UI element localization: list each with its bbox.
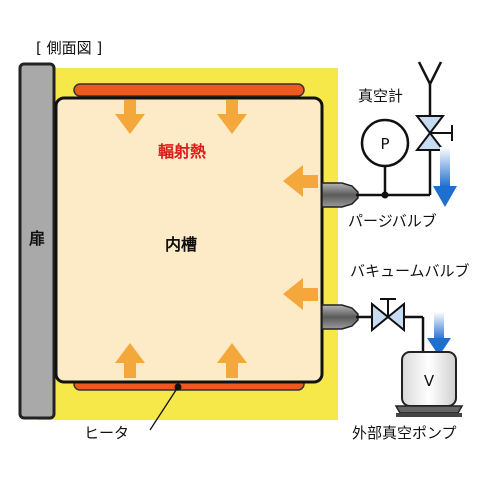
- purge-nozzle: [321, 182, 359, 208]
- door-label: 扉: [29, 229, 45, 248]
- pump-symbol: V: [424, 372, 435, 390]
- purge-inlet-vent: [417, 61, 443, 87]
- heat-arrows: [115, 100, 318, 378]
- pump-label: 外部真空ポンプ: [352, 424, 457, 442]
- heat-arrow-down-left: [115, 100, 145, 134]
- heat-arrow-up-left: [115, 343, 145, 378]
- door-label-box: 扉: [25, 222, 49, 256]
- heat-arrow-left-lower: [283, 278, 318, 310]
- heater-label: ヒータ: [84, 424, 129, 442]
- vacuum-valve-label: バキュームバルブ: [350, 262, 470, 280]
- vacuum-nozzle: [321, 304, 359, 330]
- vacuum-valve: [371, 298, 405, 333]
- inner-chamber: [54, 96, 324, 384]
- heater-pointer-line: [149, 386, 179, 431]
- heater-top-strip: [73, 83, 305, 97]
- vacuum-gauge: [360, 118, 410, 168]
- radiant-heat-label: 輻射熱: [158, 142, 206, 161]
- heat-arrow-left-upper: [283, 165, 318, 197]
- vacuum-flow-arrow: [427, 312, 451, 356]
- purge-flow-arrow: [433, 147, 457, 207]
- inner-chamber-label: 内槽: [165, 235, 197, 254]
- heat-arrow-down-right: [217, 100, 247, 134]
- view-title: [ 側面図 ]: [36, 39, 102, 57]
- external-vacuum-pump: [394, 351, 464, 417]
- purge-valve-label: パージバルブ: [348, 212, 437, 230]
- vacuum-gauge-label: 真空計: [358, 87, 403, 105]
- purge-valve: [414, 115, 453, 151]
- heat-arrow-up-right: [217, 343, 247, 378]
- vacuum-gauge-symbol: P: [380, 135, 389, 153]
